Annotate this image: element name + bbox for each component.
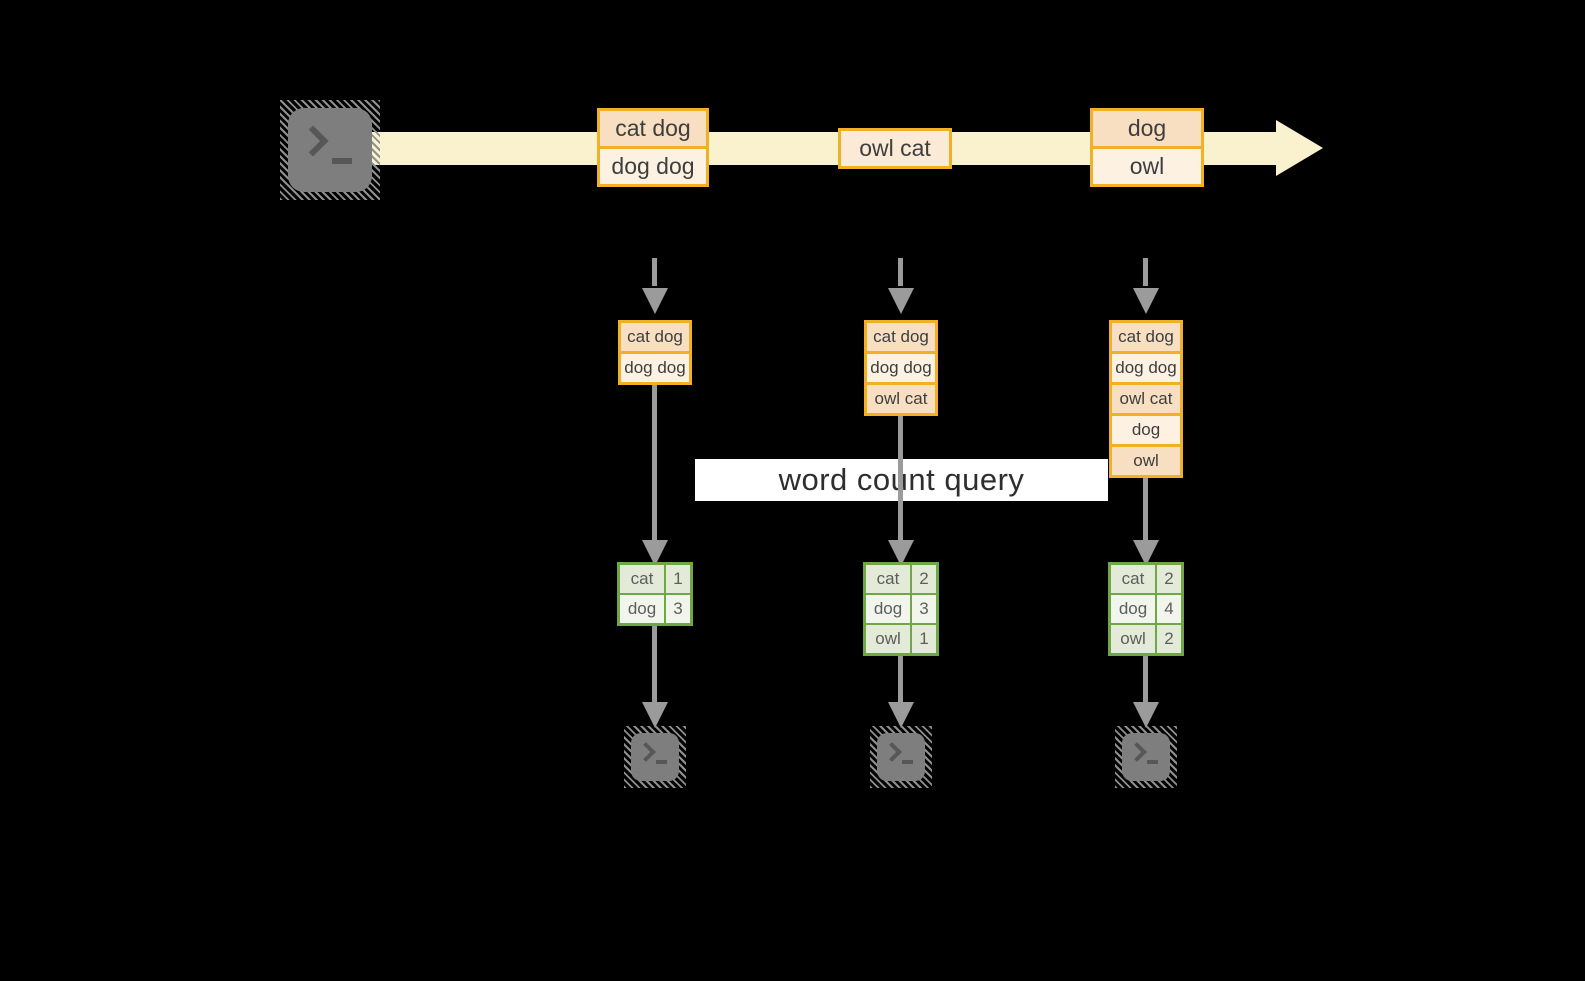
arrow-down-icon [888, 288, 914, 314]
connector-line [1143, 656, 1148, 704]
stream-record: owl cat [838, 128, 952, 169]
count-cell: 2 [1157, 565, 1181, 593]
connector-line [652, 626, 657, 704]
count-table: cat 2 dog 4 owl 2 [1108, 562, 1184, 656]
count-table: cat 1 dog 3 [617, 562, 693, 626]
count-cell: 3 [912, 595, 936, 623]
word-cell: dog [866, 595, 910, 623]
terminal-icon [280, 100, 380, 200]
dashed-connector [898, 258, 903, 286]
connector-line [1143, 478, 1148, 542]
record-cell: owl cat [867, 385, 935, 413]
word-cell: owl [866, 625, 910, 653]
prompt-underscore-icon [1147, 760, 1158, 764]
prompt-chevron-icon [1127, 742, 1147, 762]
record-cell: cat dog [1112, 323, 1180, 354]
dashed-connector [652, 258, 657, 286]
prompt-chevron-icon [882, 742, 902, 762]
record-cell: dog dog [1112, 354, 1180, 385]
record-cell: dog dog [600, 149, 706, 184]
arrow-down-icon [642, 288, 668, 314]
count-cell: 2 [912, 565, 936, 593]
buffered-records: cat dog dog dog [618, 320, 692, 385]
arrow-down-icon [642, 540, 668, 566]
arrow-down-icon [1133, 702, 1159, 728]
record-cell: owl [1093, 149, 1201, 184]
word-cell: dog [1111, 595, 1155, 623]
terminal-icon [870, 726, 932, 788]
stream-record: cat dog dog dog [597, 108, 709, 187]
record-cell: owl cat [841, 131, 949, 166]
buffered-records: cat dog dog dog owl cat [864, 320, 938, 416]
terminal-screen [877, 733, 925, 781]
arrow-down-icon [1133, 288, 1159, 314]
count-cell: 1 [666, 565, 690, 593]
connector-line [898, 416, 903, 542]
word-cell: cat [866, 565, 910, 593]
word-cell: cat [1111, 565, 1155, 593]
terminal-screen [288, 108, 372, 192]
word-cell: cat [620, 565, 664, 593]
count-cell: 3 [666, 595, 690, 623]
record-cell: dog dog [621, 354, 689, 382]
record-cell: cat dog [621, 323, 689, 354]
arrow-down-icon [1133, 540, 1159, 566]
connector-line [652, 384, 657, 542]
arrow-down-icon [642, 702, 668, 728]
word-cell: dog [620, 595, 664, 623]
count-cell: 2 [1157, 625, 1181, 653]
prompt-underscore-icon [332, 158, 352, 164]
dashed-connector [1143, 258, 1148, 286]
count-table: cat 2 dog 3 owl 1 [863, 562, 939, 656]
record-cell: cat dog [600, 111, 706, 149]
record-cell: dog [1093, 111, 1201, 149]
connector-line [898, 656, 903, 704]
stream-arrow-head-icon [1276, 120, 1323, 176]
arrow-down-icon [888, 702, 914, 728]
record-cell: owl cat [1112, 385, 1180, 416]
word-cell: owl [1111, 625, 1155, 653]
arrow-down-icon [888, 540, 914, 566]
record-cell: owl [1112, 447, 1180, 475]
count-cell: 1 [912, 625, 936, 653]
terminal-screen [1122, 733, 1170, 781]
prompt-chevron-icon [636, 742, 656, 762]
record-cell: dog [1112, 416, 1180, 447]
record-cell: dog dog [867, 354, 935, 385]
stream-record: dog owl [1090, 108, 1204, 187]
terminal-icon [1115, 726, 1177, 788]
prompt-underscore-icon [656, 760, 667, 764]
prompt-underscore-icon [902, 760, 913, 764]
buffered-records: cat dog dog dog owl cat dog owl [1109, 320, 1183, 478]
count-cell: 4 [1157, 595, 1181, 623]
prompt-chevron-icon [297, 125, 329, 157]
terminal-icon [624, 726, 686, 788]
terminal-screen [631, 733, 679, 781]
record-cell: cat dog [867, 323, 935, 354]
